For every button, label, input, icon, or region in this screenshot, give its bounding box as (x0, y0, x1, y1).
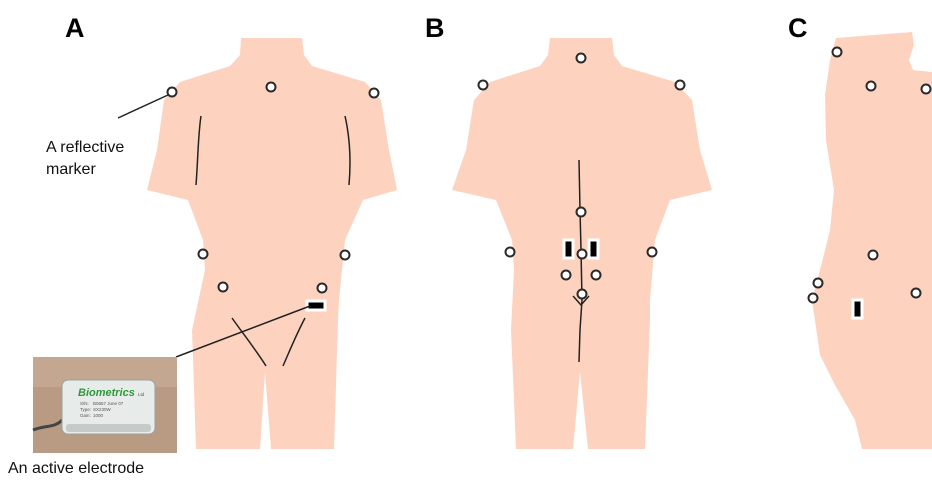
electrode-device-photo: Biometrics Ltd S/N: B0657 June 07 Type: … (33, 357, 177, 453)
device-brand: Biometrics (78, 387, 135, 399)
marker-c7-b (577, 54, 586, 63)
marker-left-asis-a (318, 284, 327, 293)
marker-psis-c (814, 279, 823, 288)
panel-b: B (425, 13, 712, 449)
device-field1-key: S/N: (80, 401, 89, 406)
marker-waist-c (869, 251, 878, 260)
marker-left-psis-b (562, 271, 571, 280)
body-back-silhouette (452, 38, 712, 449)
device-field2-key: Type: (80, 407, 91, 412)
panel-b-label: B (425, 13, 445, 43)
device-brand-suffix: Ltd (138, 392, 145, 397)
marker-sternum-c (922, 85, 931, 94)
electrode-b-right (589, 240, 598, 258)
marker-right-waist-b (648, 248, 657, 257)
electrode-annotation: An active electrode (8, 460, 144, 477)
device-field3-key: Gain: (80, 413, 91, 418)
marker-sacrum-c (809, 294, 818, 303)
marker-sternum-a (267, 83, 276, 92)
body-front-silhouette (147, 38, 397, 449)
marker-right-waist-a (199, 250, 208, 259)
marker-acromion-c (867, 82, 876, 91)
marker-leader-line (118, 95, 168, 118)
marker-right-shoulder-a (168, 88, 177, 97)
electrode-c (853, 300, 862, 318)
marker-annotation-line1: A reflective (46, 139, 124, 156)
panel-a: A A reflective marker An active electrod… (8, 13, 397, 477)
marker-annotation-line2: marker (46, 161, 96, 178)
electrode-b-left (564, 240, 573, 258)
marker-left-waist-a (341, 251, 350, 260)
marker-asis-c (912, 289, 921, 298)
marker-right-asis-a (219, 283, 228, 292)
panel-c-label: C (788, 13, 808, 43)
body-side-silhouette (812, 32, 932, 449)
panel-a-label: A (65, 13, 85, 43)
marker-thoracolumbar-b (577, 208, 586, 217)
device-field1-val: B0657 June 07 (93, 401, 124, 406)
marker-left-waist-b (506, 248, 515, 257)
panel-c: C (788, 13, 932, 449)
marker-shoulder-top-c (833, 48, 842, 57)
marker-left-shoulder-a (370, 89, 379, 98)
marker-right-shoulder-b (676, 81, 685, 90)
device-field3-val: 1000 (93, 413, 104, 418)
marker-left-shoulder-b (479, 81, 488, 90)
marker-lumbar-b (578, 250, 587, 259)
marker-sacrum-b (578, 290, 587, 299)
marker-right-psis-b (592, 271, 601, 280)
device-field2-val: SX230W (93, 407, 112, 412)
